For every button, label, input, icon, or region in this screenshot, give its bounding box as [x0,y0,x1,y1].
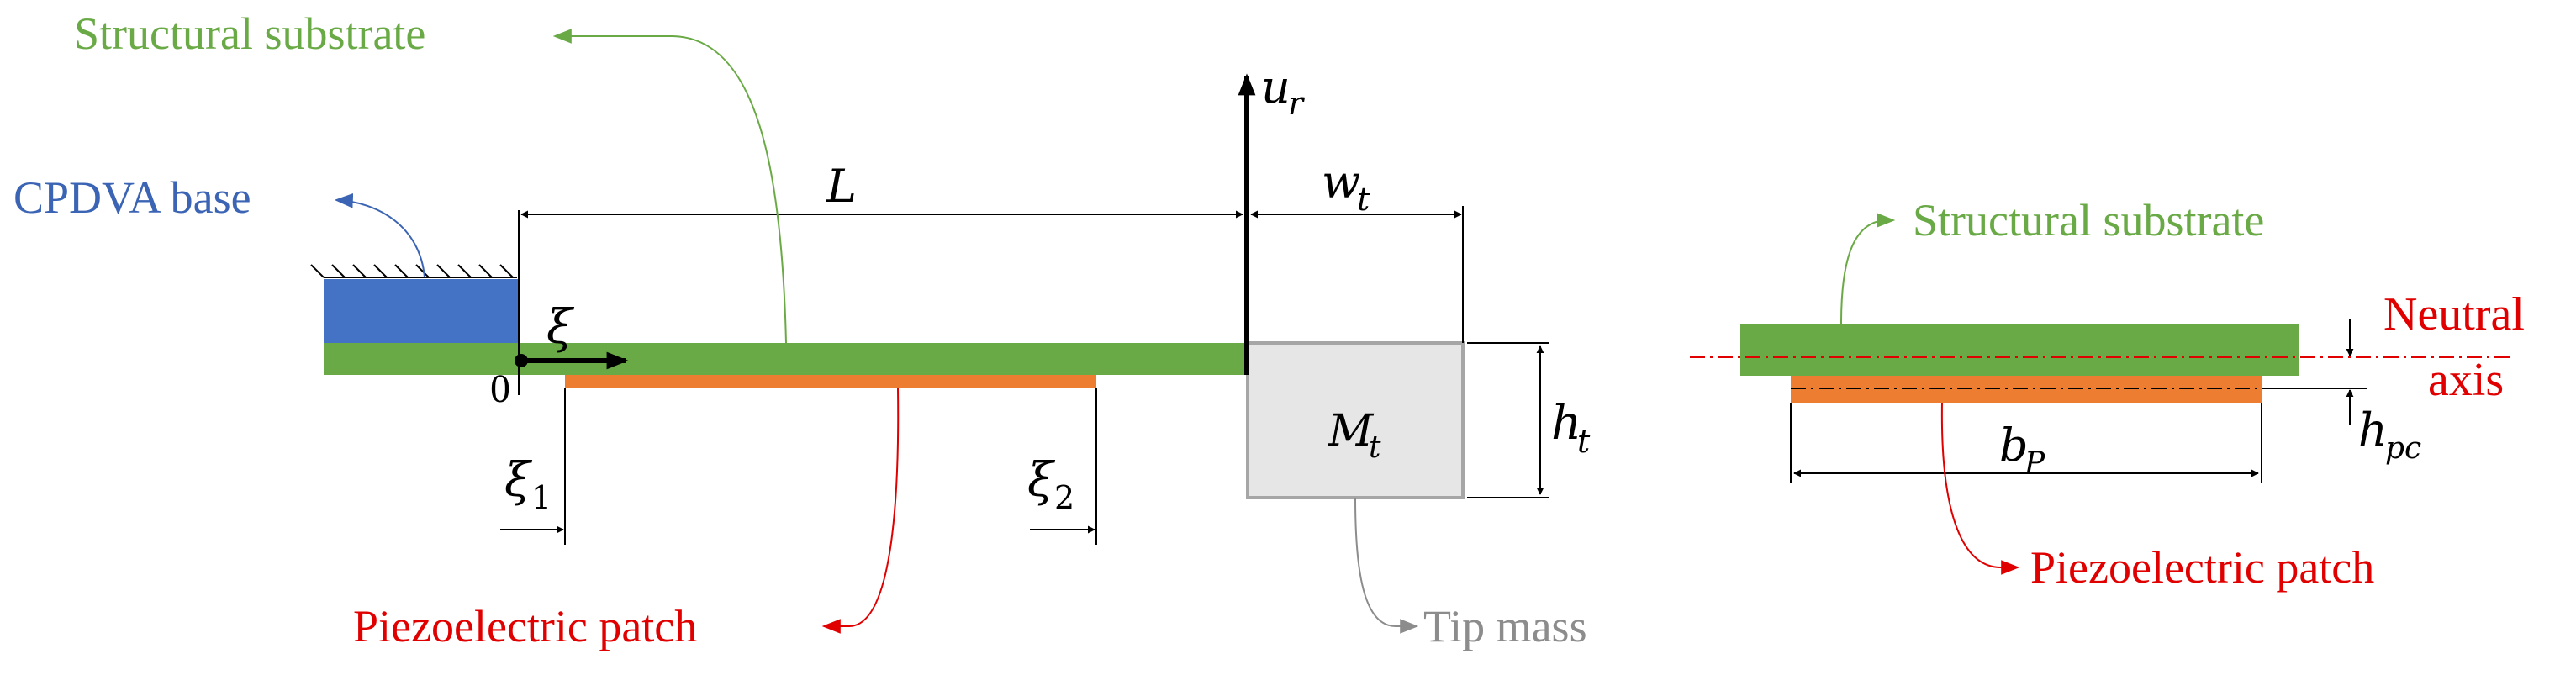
svg-text:r: r [1288,85,1306,122]
ur-symbol: u r [1261,61,1306,122]
svg-text:b: b [1999,419,2029,472]
svg-text:2: 2 [1054,479,1074,516]
svg-text:P: P [2024,446,2045,481]
structural-substrate-label: Structural substrate [74,8,425,59]
tip-mass-block [1246,341,1465,499]
xi-symbol: ξ [546,300,575,355]
right-structural-substrate-label: Structural substrate [1913,195,2264,245]
right-substrate-callout-line [1840,213,1896,324]
cpdva-callout-line [334,193,425,278]
cpdva-base-block [324,279,519,345]
substrate-callout-line [552,29,787,344]
svg-text:pc: pc [2385,431,2421,466]
tip-mass-label: Tip mass [1423,601,1587,651]
hpc-symbol: h pc [2358,403,2421,466]
xi2-symbol: ξ 2 [1027,453,1074,516]
svg-text:t: t [1357,181,1370,218]
svg-text:h: h [1551,396,1581,451]
svg-text:ξ: ξ [1027,453,1056,508]
neutral-label: Neutral [2383,288,2525,340]
svg-text:h: h [2358,403,2388,456]
svg-text:M: M [1328,406,1375,456]
substrate-beam [324,343,1247,375]
axis-label: axis [2428,354,2504,406]
wt-symbol: w t [1322,156,1370,218]
svg-text:u: u [1261,61,1291,113]
Mt-symbol: M t [1328,406,1381,465]
origin-label: 0 [490,367,510,411]
right-piezoelectric-patch-label: Piezoelectric patch [2030,542,2374,593]
piezo-callout-line [821,388,900,634]
svg-text:w: w [1322,156,1360,208]
bp-symbol: b P [1999,419,2045,481]
svg-text:1: 1 [531,479,552,516]
L-symbol: L [826,160,857,213]
clamp-hatch [310,264,517,278]
right-piezo-callout-line [1940,402,2020,575]
piezoelectric-patch-label: Piezoelectric patch [353,601,697,651]
svg-text:t: t [1577,423,1591,460]
piezo-patch [565,375,1096,388]
ht-symbol: h t [1551,396,1591,460]
cpdva-base-label: CPDVA base [13,172,251,223]
cross-section-substrate [1740,324,2299,376]
svg-text:ξ: ξ [504,453,533,508]
tipmass-callout-line [1354,497,1419,634]
xi1-symbol: ξ 1 [504,453,552,516]
svg-text:t: t [1369,430,1381,465]
